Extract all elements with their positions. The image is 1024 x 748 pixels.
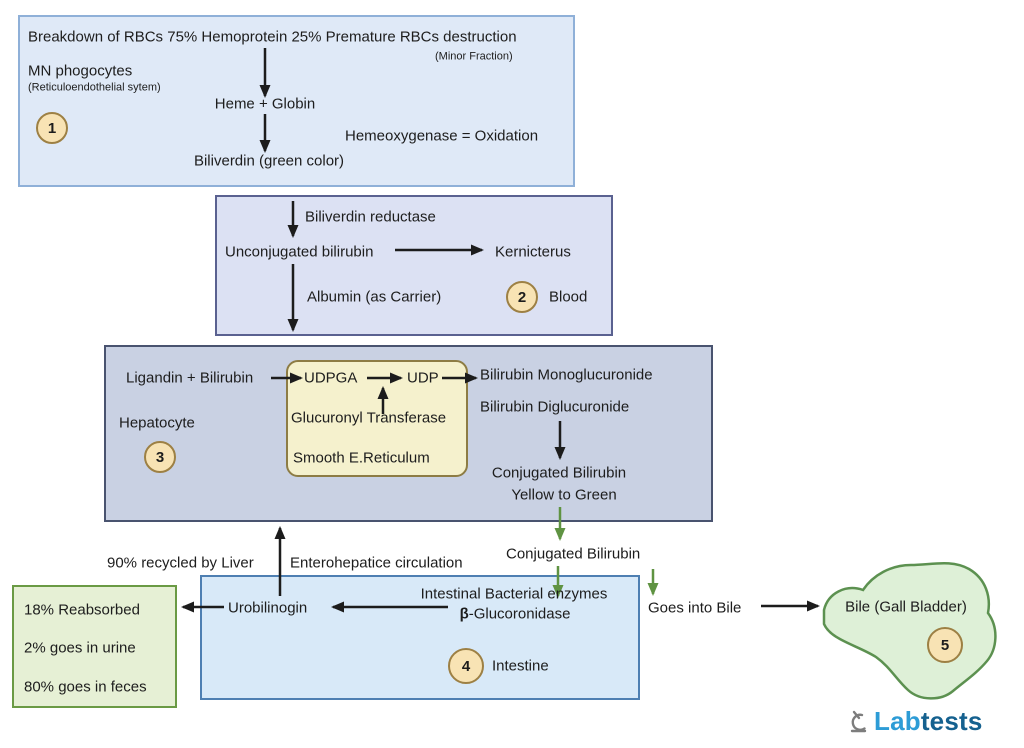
goes-into-bile-label: Goes into Bile xyxy=(648,599,742,617)
ligandin-bilirubin-label: Ligandin + Bilirubin xyxy=(126,369,254,387)
step-badge-2: 2 xyxy=(506,281,538,313)
udpga-label: UDPGA xyxy=(304,369,358,387)
feces-label: 80% goes in feces xyxy=(24,678,147,696)
step-badge-4: 4 xyxy=(448,648,484,684)
mn-phagocytes-label: MN phogocytes xyxy=(28,62,133,80)
step-badge-5: 5 xyxy=(927,627,963,663)
yellow-to-green-label: Yellow to Green xyxy=(511,486,617,504)
biliverdin-reductase-label: Biliverdin reductase xyxy=(305,208,436,226)
unconjugated-bilirubin-label: Unconjugated bilirubin xyxy=(225,243,374,261)
urobilinogen-label: Urobilinogin xyxy=(228,599,308,617)
logo-tests-text: tests xyxy=(920,706,983,736)
reticuloendothelial-label: (Reticuloendothelial sytem) xyxy=(28,81,161,94)
smooth-er-label: Smooth E.Reticulum xyxy=(293,449,430,467)
excretion-box xyxy=(12,585,177,708)
enterohepatic-circulation-label: Enterohepatice circulation xyxy=(290,554,463,572)
reabsorbed-label: 18% Reabsorbed xyxy=(24,601,140,619)
beta-glucuronidase-label: β-Glucoronidase xyxy=(460,605,571,622)
labtests-logo: Labtests xyxy=(848,706,983,737)
bilirubin-diglucuronide-label: Bilirubin Diglucuronide xyxy=(480,398,630,416)
logo-lab-text: Lab xyxy=(874,706,921,736)
logo-wordmark: Labtests xyxy=(874,706,983,737)
smooth-er-box xyxy=(286,360,468,477)
glucuronidase-text: -Glucoronidase xyxy=(468,605,571,623)
recycled-by-liver-label: 90% recycled by Liver xyxy=(107,554,254,572)
biliverdin-label: Biliverdin (green color) xyxy=(193,152,345,170)
conjugated-bilirubin-liver-label: Conjugated Bilirubin xyxy=(491,464,627,482)
glucuronyl-transferase-label: Glucuronyl Transferase xyxy=(291,409,447,427)
bilirubin-monoglucuronide-label: Bilirubin Monoglucuronide xyxy=(480,366,653,384)
beta-symbol: β xyxy=(459,605,469,623)
intestinal-enzymes-label: Intestinal Bacterial enzymes xyxy=(420,585,608,603)
minor-fraction-label: (Minor Fraction) xyxy=(435,50,513,63)
intestine-box xyxy=(200,575,640,700)
blood-label: Blood xyxy=(549,288,588,306)
bile-gallbladder-label: Bile (Gall Bladder) xyxy=(845,598,967,616)
albumin-carrier-label: Albumin (as Carrier) xyxy=(307,288,442,306)
gallbladder-blob xyxy=(822,562,997,700)
kernicterus-label: Kernicterus xyxy=(495,243,571,261)
hepatocyte-label: Hepatocyte xyxy=(119,414,195,432)
step-badge-3: 3 xyxy=(144,441,176,473)
rbc-breakdown-box xyxy=(18,15,575,187)
blood-box xyxy=(215,195,613,336)
step-badge-1: 1 xyxy=(36,112,68,144)
microscope-icon xyxy=(850,710,867,732)
urine-label: 2% goes in urine xyxy=(24,639,136,657)
intestine-label: Intestine xyxy=(492,657,549,675)
udp-label: UDP xyxy=(407,369,439,387)
hemeoxygenase-label: Hemeoxygenase = Oxidation xyxy=(345,127,539,145)
rbc-breakdown-title: Breakdown of RBCs 75% Hemoprotein 25% Pr… xyxy=(28,28,517,46)
conjugated-bilirubin-mid-label: Conjugated Bilirubin xyxy=(506,545,641,563)
heme-globin-label: Heme + Globin xyxy=(214,95,316,113)
